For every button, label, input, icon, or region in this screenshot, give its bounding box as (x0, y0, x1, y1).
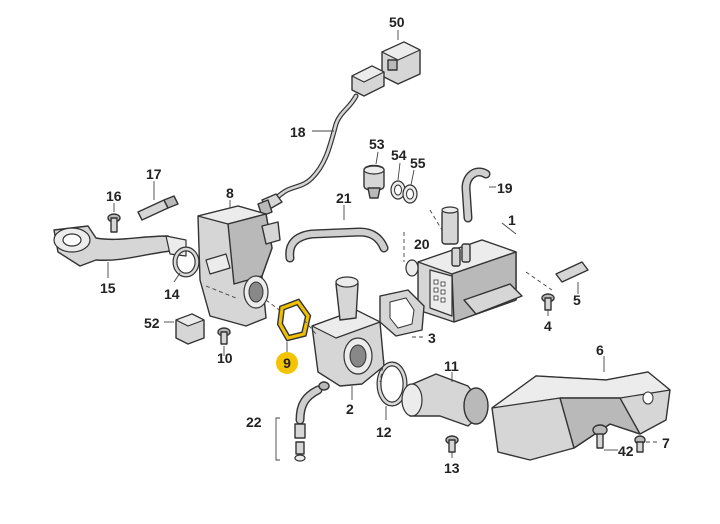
part-1-egr-cooler (405, 239, 523, 323)
label-21: 21 (336, 190, 352, 206)
label-20: 20 (414, 236, 430, 252)
part-3-flange (379, 289, 425, 337)
part-19-hose (461, 167, 491, 223)
part-10-bolt (217, 327, 231, 345)
label-14: 14 (164, 286, 180, 302)
part-22-hose-assembly (294, 381, 330, 462)
label-2: 2 (346, 401, 354, 417)
label-19: 19 (497, 180, 513, 196)
part-52-actuator (175, 313, 205, 345)
part-4-bolt (541, 293, 555, 311)
part-9-gasket-highlighted (276, 298, 312, 342)
label-11: 11 (444, 358, 459, 374)
part-6-heat-shield (491, 371, 671, 461)
part-21-hose (285, 227, 389, 263)
part-18-sensor-wire (257, 93, 359, 217)
label-18: 18 (290, 124, 306, 140)
label-22: 22 (246, 414, 262, 430)
part-14-gasket (172, 246, 200, 278)
label-50: 50 (389, 14, 405, 30)
part-42-bolt (592, 424, 608, 449)
label-6: 6 (596, 342, 604, 358)
part-8-egr-valve (197, 205, 281, 327)
label-15: 15 (100, 280, 116, 296)
part-13-bolt (445, 435, 459, 453)
part-17-sensor (137, 195, 179, 221)
label-13: 13 (444, 460, 460, 476)
label-55: 55 (410, 155, 426, 171)
part-50-connector (351, 41, 421, 97)
part-20-sleeve (441, 206, 459, 245)
part-16-bolt (107, 213, 121, 233)
label-54: 54 (391, 147, 407, 163)
label-8: 8 (226, 185, 234, 201)
label-52: 52 (144, 315, 160, 331)
part-5-sensor (555, 261, 589, 283)
label-42: 42 (618, 443, 634, 459)
label-9-highlighted: 9 (276, 352, 298, 374)
label-17: 17 (146, 166, 162, 182)
label-5: 5 (573, 292, 581, 308)
part-53-fitting (363, 164, 385, 199)
label-7: 7 (662, 435, 670, 451)
part-12-gasket (376, 361, 408, 407)
part-15-pipe (53, 225, 187, 267)
label-4: 4 (544, 318, 552, 334)
label-10: 10 (217, 350, 233, 366)
label-16: 16 (106, 188, 122, 204)
part-7-bolt (634, 435, 646, 453)
label-1: 1 (508, 212, 516, 228)
part-11-pipe (401, 373, 489, 427)
label-53: 53 (369, 136, 385, 152)
label-12: 12 (376, 424, 392, 440)
label-3: 3 (428, 330, 436, 346)
part-55-ring (402, 184, 418, 204)
part-2-throttle-body (311, 276, 385, 387)
